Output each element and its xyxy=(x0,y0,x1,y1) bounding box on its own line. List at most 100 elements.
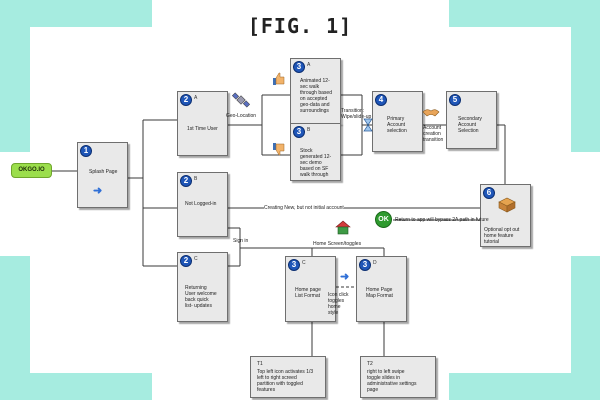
step-2a-label: 1st Time User xyxy=(187,126,218,132)
step-3a-card: 3 A Animated 12- sec walk through based … xyxy=(290,58,341,124)
note-t2-line-4: page xyxy=(367,387,379,393)
step-2b-badge: 2 xyxy=(180,175,192,187)
icon-click-label-4: style xyxy=(328,310,339,316)
step-3d-badge: 3 xyxy=(359,259,371,271)
step-6-line-2: home feature xyxy=(484,233,514,239)
step-3b-line-5: walk through xyxy=(300,172,329,178)
enter-arrow-icon-toggle: ➜ xyxy=(340,271,350,283)
step-2c-line-1: Returning xyxy=(185,285,207,291)
step-3d-line-1: Home Page xyxy=(366,287,393,293)
frame-bottom-left-v xyxy=(0,256,30,400)
return-to-app-label: Return to app will bypass 2A path in fut… xyxy=(395,217,489,223)
step-3c-card: 3 C Home page List Format xyxy=(285,256,336,322)
house-icon xyxy=(335,220,351,235)
step-2b-letter: B xyxy=(194,176,198,182)
sign-in-label: Sign in xyxy=(233,238,249,244)
icon-click-label-2: toggles xyxy=(328,298,345,304)
step-1-card: 1 Splash Page ➜ xyxy=(77,142,128,208)
step-1-label: Splash Page xyxy=(89,169,118,175)
enter-arrow-icon: ➜ xyxy=(93,185,103,197)
step-3a-badge: 3 xyxy=(293,61,305,73)
step-3d-line-2: Map Format xyxy=(366,293,393,299)
note-t1-line-2: left to right screed xyxy=(257,375,297,381)
step-6-line-3: tutorial xyxy=(484,239,500,245)
transition-label-1: Transition: xyxy=(341,108,365,114)
step-3b-line-2: generated 12- xyxy=(300,154,332,160)
step-4-line-1: Primary xyxy=(387,116,405,122)
step-2b-card: 2 B Not Logged-in xyxy=(177,172,228,237)
account-creation-label-1: Account xyxy=(423,125,442,131)
frame-top-left-v xyxy=(0,0,30,152)
hourglass-icon xyxy=(363,118,373,132)
step-6-card: 6 Optional opt out home feature tutorial xyxy=(480,184,531,247)
step-2b-label: Not Logged-in xyxy=(185,201,217,207)
note-t1-title: T1 xyxy=(257,361,263,367)
note-t2-line-1: right to left swipe xyxy=(367,369,405,375)
step-2c-line-3: back quick xyxy=(185,297,209,303)
frame-top-right-v xyxy=(571,0,600,152)
handshake-icon xyxy=(422,109,440,117)
step-3a-line-3: through based xyxy=(300,90,332,96)
note-t2-line-3: administrative settings xyxy=(367,381,417,387)
step-6-line-1: Optional opt out xyxy=(484,227,520,233)
step-5-card: 5 Secondary Account Selection xyxy=(446,91,497,149)
transition-label-2: Wipe/slide-up xyxy=(341,114,372,120)
step-2c-badge: 2 xyxy=(180,255,192,267)
step-3a-line-6: surroundings xyxy=(300,108,329,114)
step-3b-badge: 3 xyxy=(293,126,305,138)
note-t1-line-4: features xyxy=(257,387,276,393)
note-t1-line-3: partition with toggled xyxy=(257,381,303,387)
geo-location-label: Geo-Location xyxy=(226,113,257,119)
step-2c-line-2: User welcome xyxy=(185,291,217,297)
step-3d-card: 3 D Home Page Map Format xyxy=(356,256,407,322)
icon-click-label-1: Icon click xyxy=(328,292,349,298)
note-t1-line-1: Top left icon activates 1/3 xyxy=(257,369,314,375)
step-3b-letter: B xyxy=(307,127,311,133)
step-4-card: 4 Primary Account selection xyxy=(372,91,423,152)
note-t2-card: T2 right to left swipe toggle slides in … xyxy=(360,356,436,398)
step-3b-line-3: sec demo xyxy=(300,160,322,166)
satellite-icon xyxy=(232,92,250,108)
step-5-line-3: Selection xyxy=(458,128,479,134)
home-screen-label: Home Screen/toggles xyxy=(313,241,362,247)
start-node: OKGO.IO xyxy=(11,163,52,178)
step-4-line-3: selection xyxy=(387,128,407,134)
step-2a-letter: A xyxy=(194,95,198,101)
step-3c-line-2: List Format xyxy=(295,293,321,299)
thumbs-up-icon xyxy=(273,72,285,85)
step-3a-line-5: geo-data and xyxy=(300,102,330,108)
package-box-icon xyxy=(498,197,516,213)
step-3a-line-4: on accepted xyxy=(300,96,328,102)
step-3b-line-4: based on SF xyxy=(300,166,329,172)
step-2c-card: 2 C Returning User welcome back quick li… xyxy=(177,252,228,322)
step-2a-badge: 2 xyxy=(180,94,192,106)
note-t2-title: T2 xyxy=(367,361,373,367)
step-5-line-2: Account xyxy=(458,122,477,128)
step-2a-card: 2 A 1st Time User xyxy=(177,91,228,156)
step-1-badge: 1 xyxy=(80,145,92,157)
step-3a-line-2: sec walk xyxy=(300,84,320,90)
note-t2-line-2: toggle slides in xyxy=(367,375,401,381)
step-3c-letter: C xyxy=(302,260,306,266)
step-4-line-2: Account xyxy=(387,122,406,128)
step-3b-card: 3 B Stock generated 12- sec demo based o… xyxy=(290,123,341,181)
step-5-line-1: Secondary xyxy=(458,116,482,122)
step-4-badge: 4 xyxy=(375,94,387,106)
account-creation-label-3: transition xyxy=(423,137,444,143)
creating-new-label: Creating New, but not initial account xyxy=(264,205,344,211)
step-3c-badge: 3 xyxy=(288,259,300,271)
icon-click-label-3: home xyxy=(328,304,341,310)
step-6-badge: 6 xyxy=(483,187,495,199)
step-2c-line-4: list- updates xyxy=(185,303,212,309)
thumbs-down-icon xyxy=(273,143,285,156)
note-t1-card: T1 Top left icon activates 1/3 left to r… xyxy=(250,356,326,398)
step-3b-line-1: Stock xyxy=(300,148,313,154)
frame-bottom-right-v xyxy=(571,256,600,400)
step-3c-line-1: Home page xyxy=(295,287,321,293)
step-3a-letter: A xyxy=(307,62,311,68)
ok-badge: OK xyxy=(375,211,392,228)
account-creation-label-2: creation xyxy=(423,131,441,137)
step-2c-letter: C xyxy=(194,256,198,262)
figure-title: [FIG. 1] xyxy=(247,14,353,38)
